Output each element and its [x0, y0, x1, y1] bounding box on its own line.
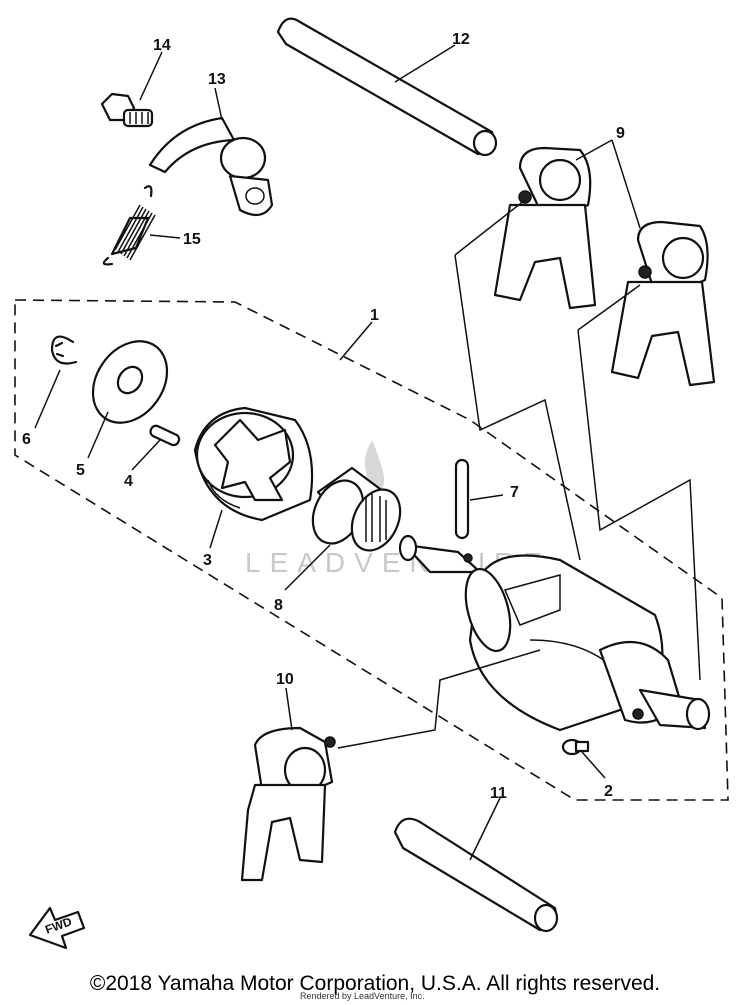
label-3: 3	[203, 552, 212, 569]
label-1: 1	[370, 307, 379, 324]
label-4: 4	[124, 473, 133, 490]
assembly-boundary	[14, 299, 729, 801]
label-12: 12	[452, 31, 470, 48]
shift-fork-9b	[610, 220, 716, 387]
shift-fork-9a	[493, 146, 597, 310]
label-13: 13	[208, 71, 226, 88]
label-9: 9	[616, 125, 625, 142]
spring-15	[102, 185, 156, 266]
shift-fork-10	[240, 726, 336, 882]
label-5: 5	[76, 462, 85, 479]
lever-arm-13	[148, 116, 274, 217]
screw-2	[561, 738, 590, 756]
washer-5	[91, 340, 169, 424]
segment-3	[193, 406, 314, 522]
guide-bar-11	[393, 817, 559, 933]
label-14: 14	[153, 37, 171, 54]
label-11: 11	[490, 785, 507, 802]
label-6: 6	[22, 431, 31, 448]
label-10: 10	[276, 671, 294, 688]
copyright-notice: ©2018 Yamaha Motor Corporation, U.S.A. A…	[89, 972, 661, 995]
dowel-pin-4	[149, 424, 181, 447]
label-15: 15	[183, 231, 201, 248]
guide-bar-12	[276, 17, 498, 157]
shift-cam-1	[398, 534, 711, 732]
fwd-arrow-icon: FWD	[28, 906, 86, 950]
leader-lines	[34, 44, 701, 861]
bearing-8	[311, 466, 402, 552]
label-2: 2	[604, 783, 613, 800]
label-7: 7	[510, 484, 519, 501]
part-labels: 14 13 15 12 9 1 6 5 4 3 8 7 10 2 11	[22, 31, 625, 802]
circlip-6	[50, 335, 78, 365]
bolt-14	[100, 92, 154, 128]
render-credit: Rendered by LeadVenture, Inc.	[300, 991, 425, 1001]
label-8: 8	[274, 597, 283, 614]
pin-7	[454, 458, 470, 540]
